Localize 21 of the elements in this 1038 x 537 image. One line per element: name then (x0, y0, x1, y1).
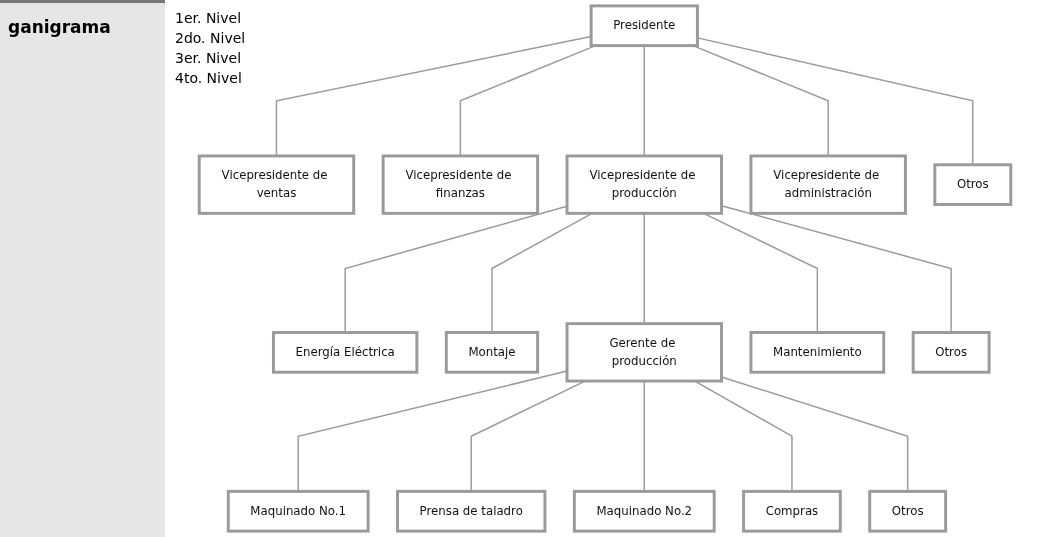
level-label: 1er. Nivel (175, 10, 243, 26)
node-box: Prensa de taladro (396, 489, 547, 533)
node-box: Maquinado No.2 (572, 489, 716, 533)
node-box: Mantenimiento (749, 331, 886, 374)
level-label: 2do. Nivel (175, 30, 247, 46)
level-label: 4to. Nivel (175, 70, 243, 86)
node-box: Vicepresidente de ventas (197, 154, 356, 215)
node-box: Energía Eléctrica (272, 331, 419, 374)
node-box: Montaje (444, 331, 540, 374)
node-box: Maquinado No.1 (226, 489, 370, 533)
level-label: 3er. Nivel (175, 50, 243, 66)
node-box: Gerente de producción (565, 322, 723, 383)
node-box: Vicepresidente de administración (749, 154, 907, 215)
chart-title: ganigrama (8, 17, 112, 37)
node-box: Compras (742, 489, 842, 533)
node-box: Otros (933, 163, 1013, 206)
node-box: Vicepresidente de finanzas (381, 154, 540, 215)
node-box: Otros (911, 331, 991, 374)
node-box: Otros (868, 489, 948, 533)
node-box: Vicepresidente de producción (565, 154, 723, 215)
node-box: Presidente (589, 4, 699, 48)
